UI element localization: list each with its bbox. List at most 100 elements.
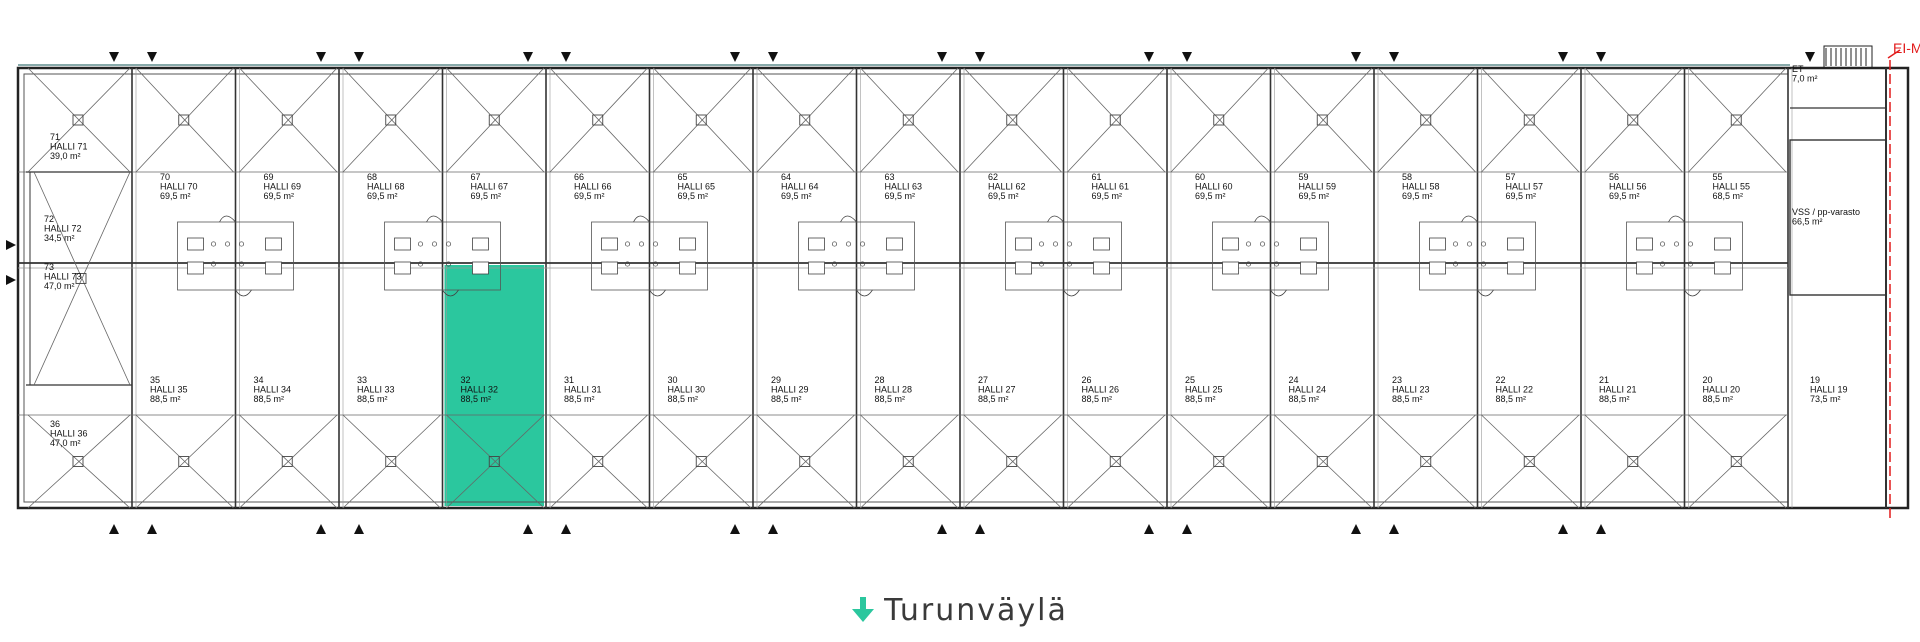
left-unit-label-text: 47,0 m² [44, 281, 75, 291]
right-unit-label-text: ET [1792, 64, 1804, 74]
left-unit-label-text: 39,0 m² [50, 151, 81, 161]
bottom-unit-label-text: 34 [254, 375, 264, 385]
door-swing [219, 215, 252, 297]
wc-sink [652, 261, 659, 267]
top-unit-label-text: 69,5 m² [678, 191, 709, 201]
street-name: Turunväylä [884, 592, 1068, 628]
door-marker [1596, 52, 1606, 62]
top-unit-label-text: HALLI 55 [1713, 182, 1751, 192]
left-unit-label-text: 36 [50, 419, 60, 429]
bottom-unit-label-text: 88,5 m² [978, 394, 1009, 404]
storage-room [1789, 139, 1887, 296]
top-unit-label-text: 65 [678, 172, 688, 182]
wc-fixture [265, 261, 282, 275]
top-unit-label-text: 69,5 m² [988, 191, 1019, 201]
bottom-unit-label-text: 88,5 m² [254, 394, 285, 404]
top-unit-label-text: 55 [1713, 172, 1723, 182]
bottom-unit-label-text: 88,5 m² [1703, 394, 1734, 404]
wc-fixture [1093, 261, 1110, 275]
wc-sink [1673, 241, 1680, 247]
bottom-unit-label-text: 24 [1289, 375, 1299, 385]
wc-fixture [601, 237, 618, 251]
roof-drain [1730, 456, 1742, 467]
bottom-unit-label-text: 21 [1599, 375, 1609, 385]
wc-fixture [1636, 261, 1653, 275]
bottom-unit-label-text: HALLI 30 [668, 385, 706, 395]
wc-sink [1480, 241, 1487, 247]
bottom-unit-label-text: 88,5 m² [1289, 394, 1320, 404]
top-unit-label-text: 56 [1609, 172, 1619, 182]
top-unit-label-text: HALLI 67 [471, 182, 509, 192]
wc-sink [1273, 261, 1280, 267]
cross-line [27, 414, 131, 509]
top-unit-label-text: 69,5 m² [1506, 191, 1537, 201]
roof-drain [1730, 114, 1742, 126]
cross-line [135, 67, 234, 173]
wc-cluster [1005, 215, 1122, 297]
wc-sink [1480, 261, 1487, 267]
door-marker [1389, 524, 1399, 534]
door-marker [1805, 52, 1815, 62]
roof-drain [592, 114, 604, 126]
roof-drain [1316, 456, 1328, 467]
roof-drain [72, 456, 84, 467]
door-marker [1182, 52, 1192, 62]
bottom-unit-label-text: HALLI 21 [1599, 385, 1637, 395]
roof-drain [799, 456, 811, 467]
wc-sink [1452, 241, 1459, 247]
bottom-unit-label-text: HALLI 20 [1703, 385, 1741, 395]
wc-sink [1687, 241, 1694, 247]
door-marker [730, 524, 740, 534]
top-unit-label-text: 69,5 m² [1092, 191, 1123, 201]
bottom-unit-label-text: HALLI 23 [1392, 385, 1430, 395]
boundary-label: EI-M [1893, 40, 1920, 56]
top-unit-label-text: HALLI 64 [781, 182, 819, 192]
bottom-unit-label-text: HALLI 24 [1289, 385, 1327, 395]
roof-drain [488, 114, 500, 126]
wc-fixture [808, 261, 825, 275]
roof-drain [1109, 114, 1121, 126]
top-unit-label-text: HALLI 70 [160, 182, 198, 192]
roof-drain [592, 456, 604, 467]
roof-drain [1006, 114, 1018, 126]
wc-cluster [177, 215, 294, 297]
roof-drain [1006, 456, 1018, 467]
cross-line [756, 67, 855, 173]
door-marker [1182, 524, 1192, 534]
top-unit-label-text: 66 [574, 172, 584, 182]
wc-fixture [1429, 261, 1446, 275]
bottom-unit-label-text: 88,5 m² [875, 394, 906, 404]
cross-line [1170, 67, 1269, 173]
left-unit-label-text: HALLI 36 [50, 429, 88, 439]
top-unit-label-text: 62 [988, 172, 998, 182]
wc-fixture [679, 261, 696, 275]
wc-sink [859, 261, 866, 267]
wc-sink [652, 241, 659, 247]
highlighted-unit [444, 265, 544, 506]
wc-sink [1259, 241, 1266, 247]
door-marker [316, 524, 326, 534]
door-marker [730, 52, 740, 62]
cross-line [549, 67, 648, 173]
wc-fixture [1714, 261, 1731, 275]
top-unit-label-text: 68 [367, 172, 377, 182]
street-indicator: Turunväylä [0, 590, 1920, 630]
door-swing [1461, 215, 1494, 297]
door-swing [1668, 215, 1701, 297]
boundary-line [1887, 49, 1901, 59]
wc-cluster [384, 215, 501, 297]
cross-line [1584, 414, 1683, 509]
bottom-unit-label-text: 26 [1082, 375, 1092, 385]
bottom-unit-label-text: 35 [150, 375, 160, 385]
